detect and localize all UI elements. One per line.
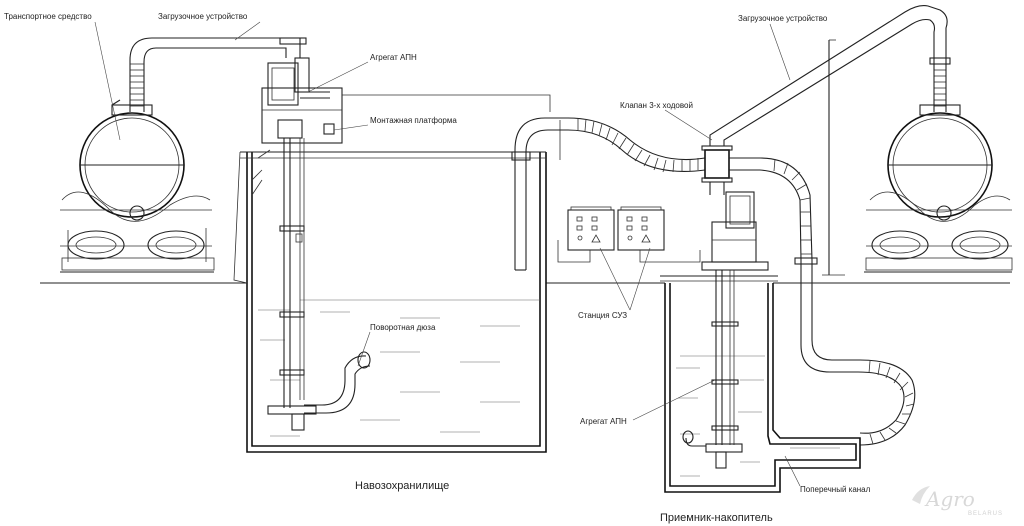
cable-line: [342, 94, 561, 160]
column-clamps-right: [711, 321, 739, 431]
valve-assembly: [701, 5, 951, 276]
label-valve: Клапан 3-х ходовой: [620, 101, 693, 110]
pump-column-left: [251, 57, 371, 431]
water-lines-storage: [258, 299, 540, 437]
caption-storage: Навозохранилище: [355, 480, 449, 492]
label-transport: Транспортное средство: [4, 12, 92, 21]
tanker-left: [60, 99, 215, 273]
pump-column-right: [682, 191, 769, 469]
control-station-2: [617, 206, 701, 263]
corrugation-marks-right: [773, 158, 915, 445]
leader-lines: [94, 21, 801, 487]
label-apn-top: Агрегат АПН: [370, 53, 417, 62]
control-station-1: [557, 206, 615, 263]
label-platform: Монтажная платформа: [370, 116, 457, 125]
label-nozzle: Поворотная дюза: [370, 323, 436, 332]
hose-corrugation-right: [934, 69, 946, 107]
water-lines-receiver: [676, 355, 840, 477]
labels: Транспортное средство Загрузочное устрой…: [4, 12, 871, 524]
column-clamps-left: [279, 225, 305, 376]
agro-logo: Agro BELARUS: [912, 486, 1003, 517]
caption-receiver: Приемник-накопитель: [660, 512, 773, 524]
corrugated-hose-right: [759, 157, 916, 446]
loader-pipe-left: [129, 37, 307, 112]
corrugation-marks: [577, 118, 699, 173]
label-loader-left: Загрузочное устройство: [158, 12, 248, 21]
label-loader-right: Загрузочное устройство: [738, 14, 828, 23]
label-suz: Станция СУЗ: [578, 311, 627, 320]
receiver-pit: [660, 275, 861, 493]
label-apn-bottom: Агрегат АПН: [580, 417, 627, 426]
hose-corrugation-left: [130, 63, 144, 107]
label-channel: Поперечный канал: [800, 485, 871, 494]
storage-pit: [233, 151, 547, 453]
logo-subtext: BELARUS: [968, 511, 1003, 517]
logo-text: Agro: [924, 487, 975, 511]
corrugated-hose-left: [567, 117, 706, 173]
tanker-right: [864, 104, 1013, 273]
pipe-storage-to-valve: [511, 117, 568, 271]
